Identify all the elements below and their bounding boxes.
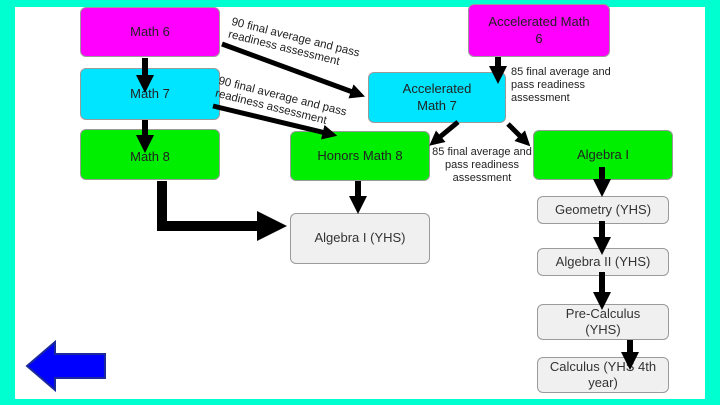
algebra1-yhs-box: Algebra I (YHS) [290,213,430,264]
arrow-accel7-to-honors8 [429,120,460,146]
accelerated-math7-box: Accelerated Math 7 [368,72,506,123]
algebra1-yhs-label: Algebra I (YHS) [314,230,406,246]
math6-label: Math 6 [130,23,170,39]
arrow-accel7-to-algebra1 [506,122,531,147]
arrow-math7-to-honors8 [212,103,338,140]
precalculus-box: Pre-Calculus (YHS) [537,304,669,340]
accel6-to-accel7-criteria: 85 final average and pass readiness asse… [511,66,611,105]
accelerated-math6-label: Accelerated Math 6 [488,14,590,46]
algebra2-label: Algebra II (YHS) [555,253,651,269]
accel7-to-algebra1-criteria: 85 final average and pass readiness asse… [432,146,532,185]
left-arrow-icon [25,339,106,393]
geometry-label: Geometry (YHS) [554,201,652,217]
honors-math8-label: Honors Math 8 [317,147,403,163]
honors-math8-box: Honors Math 8 [290,131,430,181]
accelerated-math6-box: Accelerated Math 6 [468,4,610,57]
precalculus-label: Pre-Calculus (YHS) [565,305,641,337]
calculus-box: Calculus (YHS 4th year) [537,357,669,393]
arrow-math8-to-algebra1-yhs [157,181,287,241]
math6-box: Math 6 [80,7,220,57]
arrow-math6-to-accel7 [221,41,366,99]
back-arrow-button[interactable] [25,339,109,393]
algebra1-label: Algebra I [576,146,630,162]
accelerated-math7-label: Accelerated Math 7 [402,81,472,113]
